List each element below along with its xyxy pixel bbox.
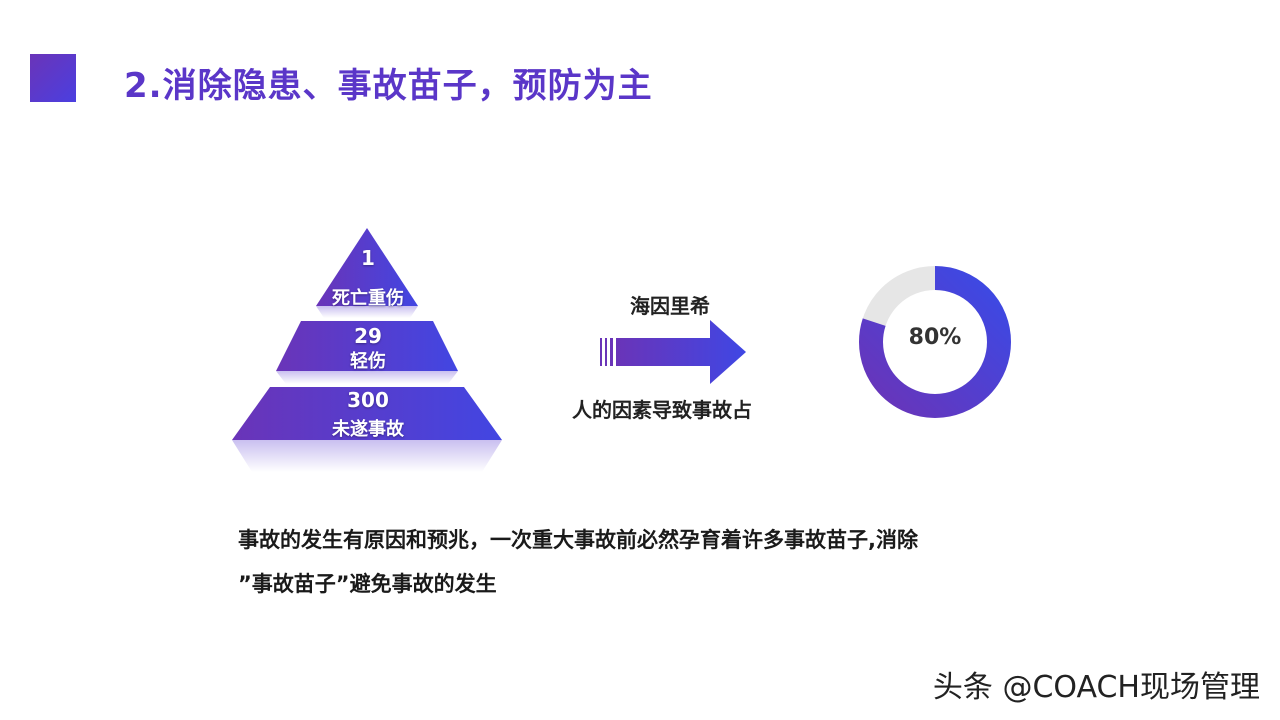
pyramid-middle-number: 29 xyxy=(354,324,382,348)
watermark: 头条 @COACH现场管理 xyxy=(932,670,1260,705)
donut-arc xyxy=(859,266,1011,418)
heinrich-pyramid: 1 死亡重伤 29 轻伤 300 未遂事故 xyxy=(232,228,504,478)
percentage-donut xyxy=(859,266,1011,418)
body-line-2: ”事故苗子”避免事故的发生 xyxy=(238,572,497,596)
body-line-1: 事故的发生有原因和预兆，一次重大事故前必然孕育着许多事故苗子,消除 xyxy=(238,528,918,552)
pyramid-tier-top-shade xyxy=(316,306,418,318)
pyramid-tier-middle xyxy=(276,321,458,371)
pyramid-middle-label: 轻伤 xyxy=(350,351,386,372)
slide-title: 2.消除隐患、事故苗子，预防为主 xyxy=(124,66,653,106)
pyramid-bottom-label: 未遂事故 xyxy=(332,419,404,440)
pyramid-tier-top xyxy=(316,228,418,306)
body-paragraph: 事故的发生有原因和预兆，一次重大事故前必然孕育着许多事故苗子,消除 ”事故苗子”… xyxy=(238,518,1098,606)
pyramid-tier-bottom-shade xyxy=(232,440,502,472)
pyramid-tier-middle-shade xyxy=(276,371,458,384)
arrow-bottom-label: 人的因素导致事故占 xyxy=(572,398,752,422)
pyramid-top-label: 死亡重伤 xyxy=(332,288,404,309)
title-accent-bar xyxy=(30,54,76,102)
pyramid-tier-bottom xyxy=(232,387,502,440)
pyramid-graphic xyxy=(232,228,502,472)
donut-value-label: 80% xyxy=(908,325,962,350)
right-arrow-icon xyxy=(600,320,746,384)
pyramid-top-number: 1 xyxy=(361,246,375,270)
arrow-top-label: 海因里希 xyxy=(630,294,710,318)
pyramid-bottom-number: 300 xyxy=(347,388,389,412)
